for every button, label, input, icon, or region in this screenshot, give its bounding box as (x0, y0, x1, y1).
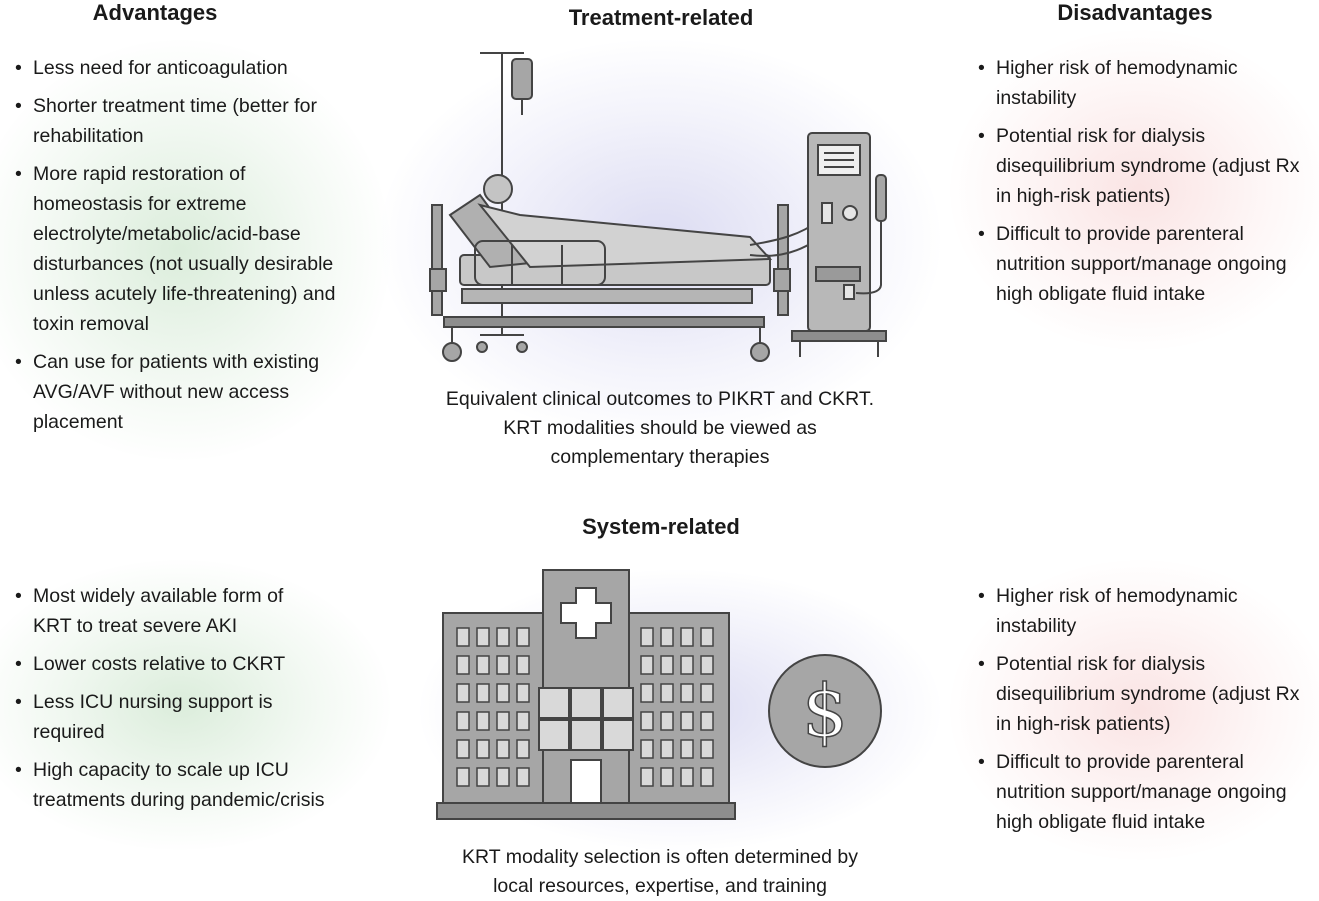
building-window (456, 711, 470, 731)
building-window (516, 739, 530, 759)
hospital-building-icon (436, 569, 736, 820)
dollar-coin-icon: $ (768, 654, 882, 768)
building-window (700, 683, 714, 703)
list-item: Less need for anticoagulation (13, 53, 358, 83)
building-window (680, 739, 694, 759)
building-window (640, 683, 654, 703)
list-item: Higher risk of hemodynamic instability (976, 581, 1286, 641)
list-item: Difficult to provide parenteral nutritio… (976, 219, 1314, 309)
building-window (700, 627, 714, 647)
treatment-disadvantages-list: Higher risk of hemodynamic instability P… (976, 53, 1314, 317)
system-caption: KRT modality selection is often determin… (462, 846, 858, 897)
building-window (680, 627, 694, 647)
building-window (700, 739, 714, 759)
system-related-heading: System-related (582, 514, 740, 539)
building-window (456, 683, 470, 703)
list-item: More rapid restoration of homeostasis fo… (13, 159, 341, 339)
list-item: Difficult to provide parenteral nutritio… (976, 747, 1314, 837)
list-item: Lower costs relative to CKRT (13, 649, 363, 679)
building-window (660, 627, 674, 647)
building-window (680, 711, 694, 731)
building-window (476, 767, 490, 787)
list-item: Higher risk of hemodynamic instability (976, 53, 1286, 113)
building-window (516, 655, 530, 675)
building-window (640, 767, 654, 787)
list-item: Potential risk for dialysis disequilibri… (976, 121, 1314, 211)
list-item: Less ICU nursing support is required (13, 687, 323, 747)
building-window (660, 767, 674, 787)
building-window (496, 711, 510, 731)
building-window (456, 739, 470, 759)
building-window (660, 711, 674, 731)
building-window (660, 683, 674, 703)
building-window (456, 655, 470, 675)
list-item: Shorter treatment time (better for rehab… (13, 91, 333, 151)
building-window (660, 739, 674, 759)
building-window (660, 655, 674, 675)
system-advantages-list: Most widely available form of KRT to tre… (13, 581, 363, 823)
building-window (640, 655, 654, 675)
building-window (496, 739, 510, 759)
building-window (496, 683, 510, 703)
building-window (700, 767, 714, 787)
building-window (516, 683, 530, 703)
list-item: Can use for patients with existing AVG/A… (13, 347, 358, 437)
building-window (640, 627, 654, 647)
system-disadvantages-list: Higher risk of hemodynamic instability P… (976, 581, 1314, 845)
building-window (456, 767, 470, 787)
building-window (516, 627, 530, 647)
hospital-bed-dialysis-machine-icon (429, 52, 887, 362)
list-item: High capacity to scale up ICU treatments… (13, 755, 363, 815)
building-window (456, 627, 470, 647)
building-window (476, 683, 490, 703)
building-window (496, 655, 510, 675)
building-window (476, 711, 490, 731)
building-window (640, 711, 654, 731)
building-window (476, 739, 490, 759)
disadvantages-heading: Disadvantages (1057, 0, 1213, 25)
building-window (476, 655, 490, 675)
building-window (516, 767, 530, 787)
building-window (496, 627, 510, 647)
building-window (700, 711, 714, 731)
building-window (640, 739, 654, 759)
advantages-heading: Advantages (92, 0, 218, 25)
treatment-caption: Equivalent clinical outcomes to PIKRT an… (445, 388, 875, 468)
building-window (680, 683, 694, 703)
building-window (496, 767, 510, 787)
dollar-symbol: $ (802, 669, 848, 753)
list-item: Most widely available form of KRT to tre… (13, 581, 323, 641)
treatment-related-heading: Treatment-related (568, 5, 754, 30)
list-item: Potential risk for dialysis disequilibri… (976, 649, 1314, 739)
building-window (680, 655, 694, 675)
building-window (680, 767, 694, 787)
building-window (476, 627, 490, 647)
building-window (700, 655, 714, 675)
building-window (516, 711, 530, 731)
treatment-advantages-list: Less need for anticoagulation Shorter tr… (13, 53, 358, 445)
